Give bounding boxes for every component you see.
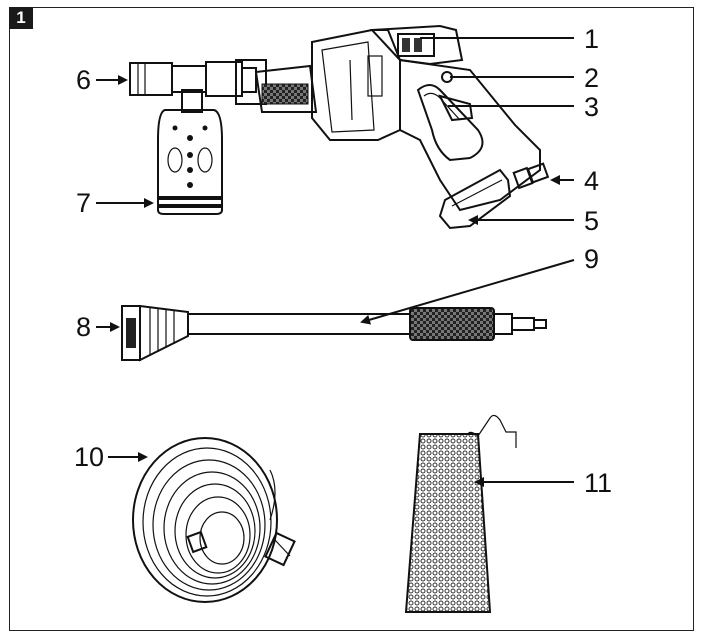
- foam-nozzle-attachment: [129, 61, 257, 113]
- callout-label-5: 5: [584, 206, 599, 236]
- callout-label-4: 4: [584, 166, 599, 196]
- callout-label-8: 8: [76, 312, 91, 342]
- water-filter: [404, 414, 517, 613]
- callout-label-1: 1: [584, 24, 599, 54]
- extension-lance: [121, 304, 547, 362]
- callout-5: 5: [468, 206, 599, 236]
- callout-9: 9: [360, 244, 599, 325]
- callout-3: 3: [448, 92, 599, 122]
- callout-label-3: 3: [584, 92, 599, 122]
- callout-label-11: 11: [584, 468, 612, 498]
- callout-7: 7: [76, 188, 154, 218]
- callout-10: 10: [74, 442, 148, 472]
- callout-1: 1: [420, 24, 599, 54]
- callout-2: 2: [450, 63, 599, 93]
- callout-11: 11: [474, 468, 612, 498]
- callout-label-9: 9: [584, 244, 599, 274]
- callout-8: 8: [76, 312, 120, 342]
- callout-label-2: 2: [584, 63, 599, 93]
- figure-number-badge: 1: [9, 7, 33, 29]
- callout-6: 6: [76, 65, 128, 95]
- callout-4: 4: [550, 166, 599, 196]
- diagram-frame: [9, 7, 694, 631]
- callout-label-6: 6: [76, 65, 91, 95]
- hose-coil: [132, 437, 296, 603]
- foam-bottle: [157, 109, 223, 215]
- callout-label-10: 10: [74, 442, 104, 472]
- washer-gun-body: [235, 24, 550, 230]
- callout-label-7: 7: [76, 188, 91, 218]
